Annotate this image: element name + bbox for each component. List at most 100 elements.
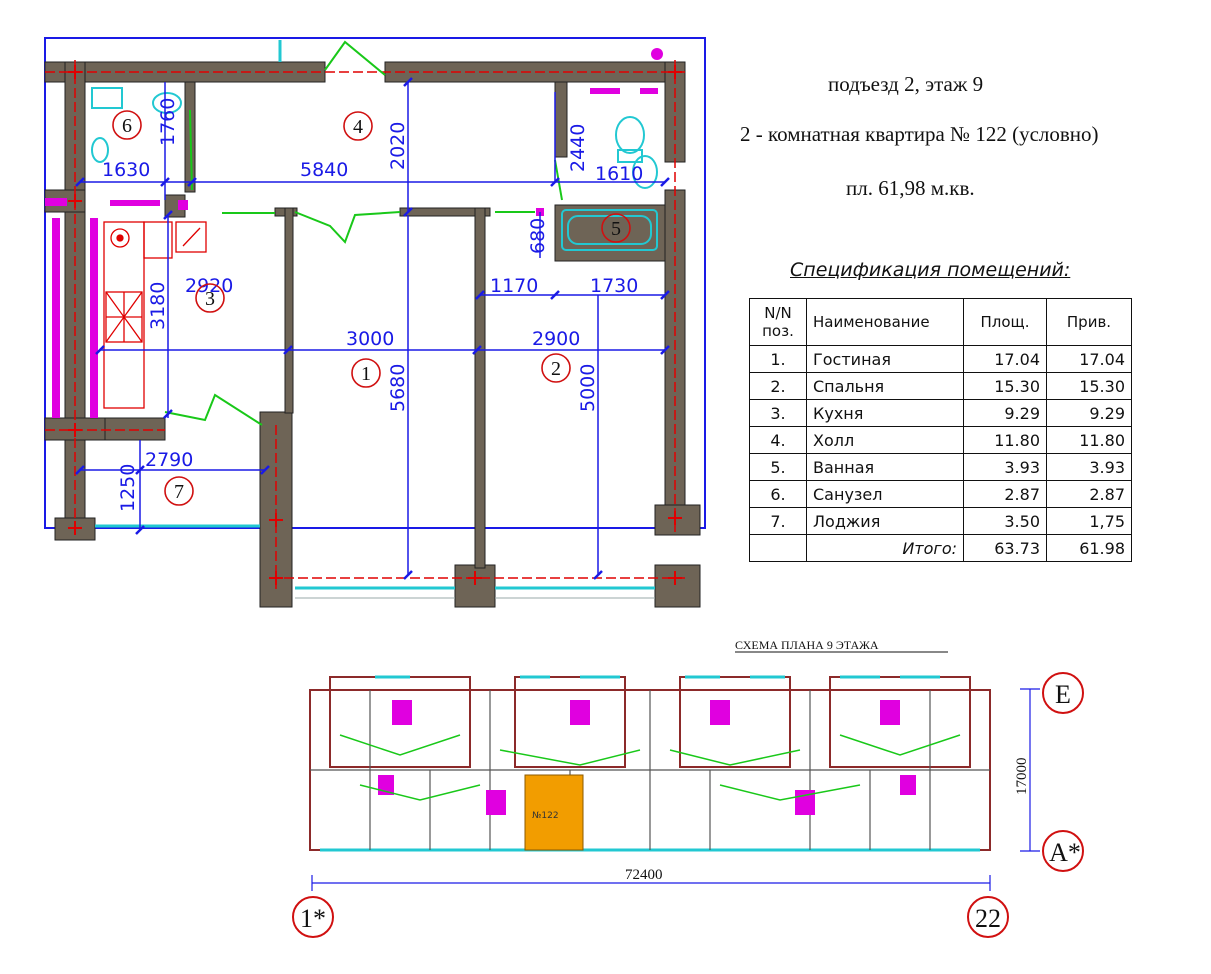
room-number-3: 3 [205, 288, 215, 310]
spec-name: Ванная [806, 453, 964, 481]
spec-col-reduced: Прив. [1046, 298, 1132, 346]
dim-680: 680 [527, 218, 549, 254]
scheme-dimension-lines [311, 688, 1040, 891]
dim-5000: 5000 [577, 364, 599, 412]
room-number-7: 7 [174, 481, 184, 503]
dim-3180: 3180 [147, 282, 169, 330]
spec-reduced: 15.30 [1046, 372, 1132, 400]
room-circles [112, 110, 631, 506]
dim-2790: 2790 [145, 449, 193, 471]
dim-1170: 1170 [490, 275, 538, 297]
spec-total-area: 63.73 [963, 534, 1047, 562]
room-number-2: 2 [551, 358, 561, 380]
dimension-lines [80, 82, 665, 575]
dim-2900: 2900 [532, 328, 580, 350]
spec-reduced: 3.93 [1046, 453, 1132, 481]
room-number-1: 1 [361, 363, 371, 385]
spec-name: Лоджия [806, 507, 964, 535]
vent-icon [651, 48, 663, 60]
dim-1760: 1760 [157, 98, 179, 146]
spec-table: N/N поз. Наименование Площ. Прив. 1.Гост… [749, 298, 1132, 562]
axis-left-label: 1* [300, 904, 326, 933]
spec-name: Спальня [806, 372, 964, 400]
scheme-doors [339, 734, 961, 801]
dim-1250: 1250 [117, 464, 139, 512]
spec-reduced: 17.04 [1046, 345, 1132, 373]
spec-area: 9.29 [963, 399, 1047, 427]
spec-name: Санузел [806, 480, 964, 508]
axis-right-label: 22 [975, 904, 1001, 933]
dim-1610: 1610 [595, 163, 643, 185]
room-number-6: 6 [122, 115, 132, 137]
axis-lines [45, 60, 685, 590]
dim-5840: 5840 [300, 159, 348, 181]
entrance-floor-label: подъезд 2, этаж 9 [828, 72, 984, 96]
scheme-height-dim: 17000 [1014, 758, 1030, 796]
axis-bottom-label: А* [1049, 838, 1081, 867]
spec-name: Гостиная [806, 345, 964, 373]
spec-num: 2. [749, 372, 807, 400]
room-numbers: 1 2 3 4 5 6 7 [122, 115, 621, 503]
apartment-label: 2 - комнатная квартира № 122 (условно) [740, 122, 1099, 146]
windows [95, 40, 655, 590]
spec-reduced: 2.87 [1046, 480, 1132, 508]
kitchen-furniture [103, 221, 207, 409]
spec-num: 3. [749, 399, 807, 427]
dim-5680: 5680 [387, 364, 409, 412]
room-number-5: 5 [611, 218, 621, 240]
spec-num: 6. [749, 480, 807, 508]
axis-marker-labels: 1* 22 Е А* [300, 680, 1081, 933]
spec-area: 17.04 [963, 345, 1047, 373]
spec-header-row: N/N поз. Наименование Площ. Прив. [749, 298, 1132, 346]
axis-top-label: Е [1055, 680, 1071, 709]
scheme-title: СХЕМА ПЛАНА 9 ЭТАЖА [735, 638, 879, 652]
scheme-width-dim: 72400 [625, 867, 663, 883]
spec-num: 5. [749, 453, 807, 481]
room-number-4: 4 [353, 116, 363, 138]
spec-name: Кухня [806, 399, 964, 427]
walls [44, 61, 701, 608]
spec-area: 15.30 [963, 372, 1047, 400]
dimension-texts: 1630 5840 1610 2920 3000 2900 1170 1730 … [102, 98, 643, 512]
spec-area: 3.50 [963, 507, 1047, 535]
spec-area: 11.80 [963, 426, 1047, 454]
spec-col-area: Площ. [963, 298, 1047, 346]
spec-num: 1. [749, 345, 807, 373]
apartment-floor-plan: 1630 5840 1610 2920 3000 2900 1170 1730 … [44, 37, 706, 608]
spec-area: 3.93 [963, 453, 1047, 481]
scheme-partitions [310, 690, 990, 850]
spec-reduced: 9.29 [1046, 399, 1132, 427]
spec-title: Спецификация помещений: [790, 259, 1071, 281]
area-label: пл. 61,98 м.кв. [846, 176, 975, 200]
dim-3000: 3000 [346, 328, 394, 350]
spec-num: 7. [749, 507, 807, 535]
spec-total-reduced: 61.98 [1046, 534, 1132, 562]
spec-col-name: Наименование [806, 298, 964, 346]
doors [164, 40, 563, 426]
axis-crosses [68, 65, 682, 585]
dim-2440: 2440 [567, 124, 589, 172]
spec-reduced: 11.80 [1046, 426, 1132, 454]
apartment-highlight-label: №122 [532, 811, 559, 821]
dim-1730: 1730 [590, 275, 638, 297]
scheme-shafts [378, 700, 916, 815]
spec-reduced: 1,75 [1046, 507, 1132, 535]
floor-scheme: СХЕМА ПЛАНА 9 ЭТАЖА [292, 638, 1084, 938]
dimension-ticks [75, 77, 670, 580]
dim-2020: 2020 [387, 122, 409, 170]
spec-col-num: N/N поз. [749, 298, 807, 346]
plan-frame [44, 37, 706, 529]
spec-num: 4. [749, 426, 807, 454]
spec-name: Холл [806, 426, 964, 454]
spec-total-label: Итого: [806, 534, 964, 562]
bath-fixtures [91, 87, 658, 251]
axis-marker-circles [292, 672, 1084, 938]
